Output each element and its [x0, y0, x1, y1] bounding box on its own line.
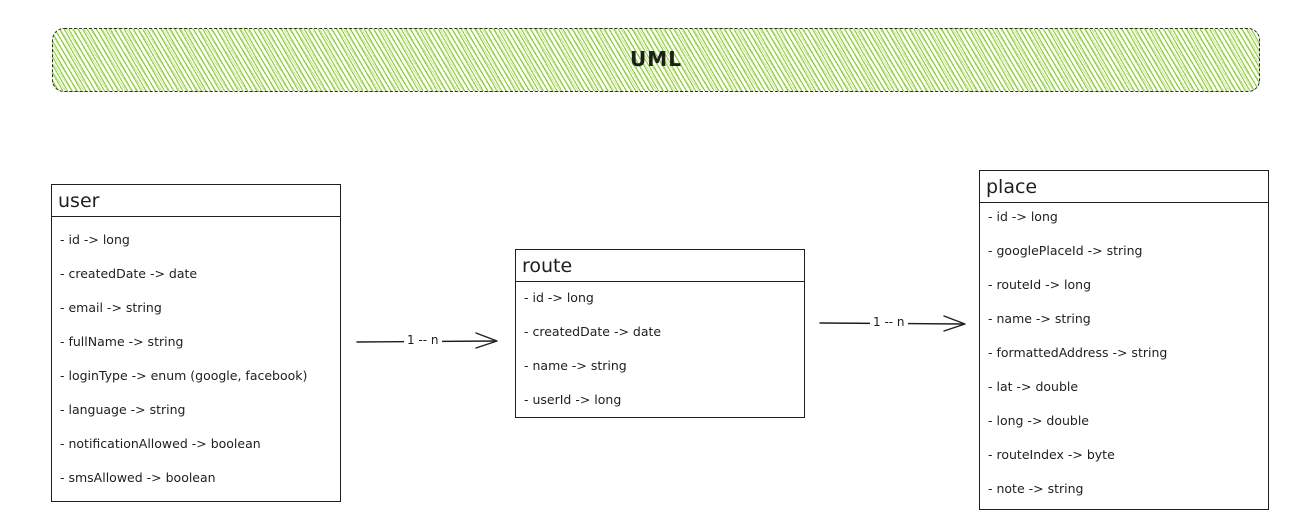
class-route-title: route	[516, 250, 804, 282]
place-attr-note: - note -> string	[988, 481, 1084, 496]
place-attr-id: - id -> long	[988, 209, 1058, 224]
user-attr-smsAllowed: - smsAllowed -> boolean	[60, 470, 216, 485]
place-attr-lat: - lat -> double	[988, 379, 1079, 394]
user-attr-email: - email -> string	[60, 300, 162, 315]
route-attr-id: - id -> long	[524, 290, 594, 305]
user-attr-fullName: - fullName -> string	[60, 334, 184, 349]
route-place-multiplicity: 1 -- n	[870, 315, 908, 329]
place-attr-routeIndex: - routeIndex -> byte	[988, 447, 1115, 462]
route-attr-userId: - userId -> long	[524, 392, 622, 407]
user-attr-id: - id -> long	[60, 232, 130, 247]
uml-title-banner: UML	[52, 28, 1260, 92]
user-route-multiplicity: 1 -- n	[404, 333, 442, 347]
user-attr-language: - language -> string	[60, 402, 186, 417]
route-attr-createdDate: - createdDate -> date	[524, 324, 662, 339]
user-attr-loginType: - loginType -> enum (google, facebook)	[60, 368, 308, 383]
class-route[interactable]: route - id -> long - createdDate -> date…	[515, 249, 805, 418]
class-place-title: place	[980, 171, 1268, 203]
place-attr-googlePlaceId: - googlePlaceId -> string	[988, 243, 1143, 258]
user-attr-createdDate: - createdDate -> date	[60, 266, 198, 281]
class-user[interactable]: user - id -> long - createdDate -> date …	[51, 184, 341, 502]
place-attr-long: - long -> double	[988, 413, 1089, 428]
place-attr-name: - name -> string	[988, 311, 1091, 326]
route-attr-name: - name -> string	[524, 358, 627, 373]
place-attr-routeId: - routeId -> long	[988, 277, 1092, 292]
class-place[interactable]: place - id -> long - googlePlaceId -> st…	[979, 170, 1269, 510]
user-attr-notificationAllowed: - notificationAllowed -> boolean	[60, 436, 261, 451]
arrow-head-icon	[475, 332, 498, 349]
arrow-head-icon	[943, 315, 966, 332]
place-attr-formattedAddress: - formattedAddress -> string	[988, 345, 1168, 360]
diagram-title: UML	[630, 47, 682, 71]
class-user-title: user	[52, 185, 340, 217]
